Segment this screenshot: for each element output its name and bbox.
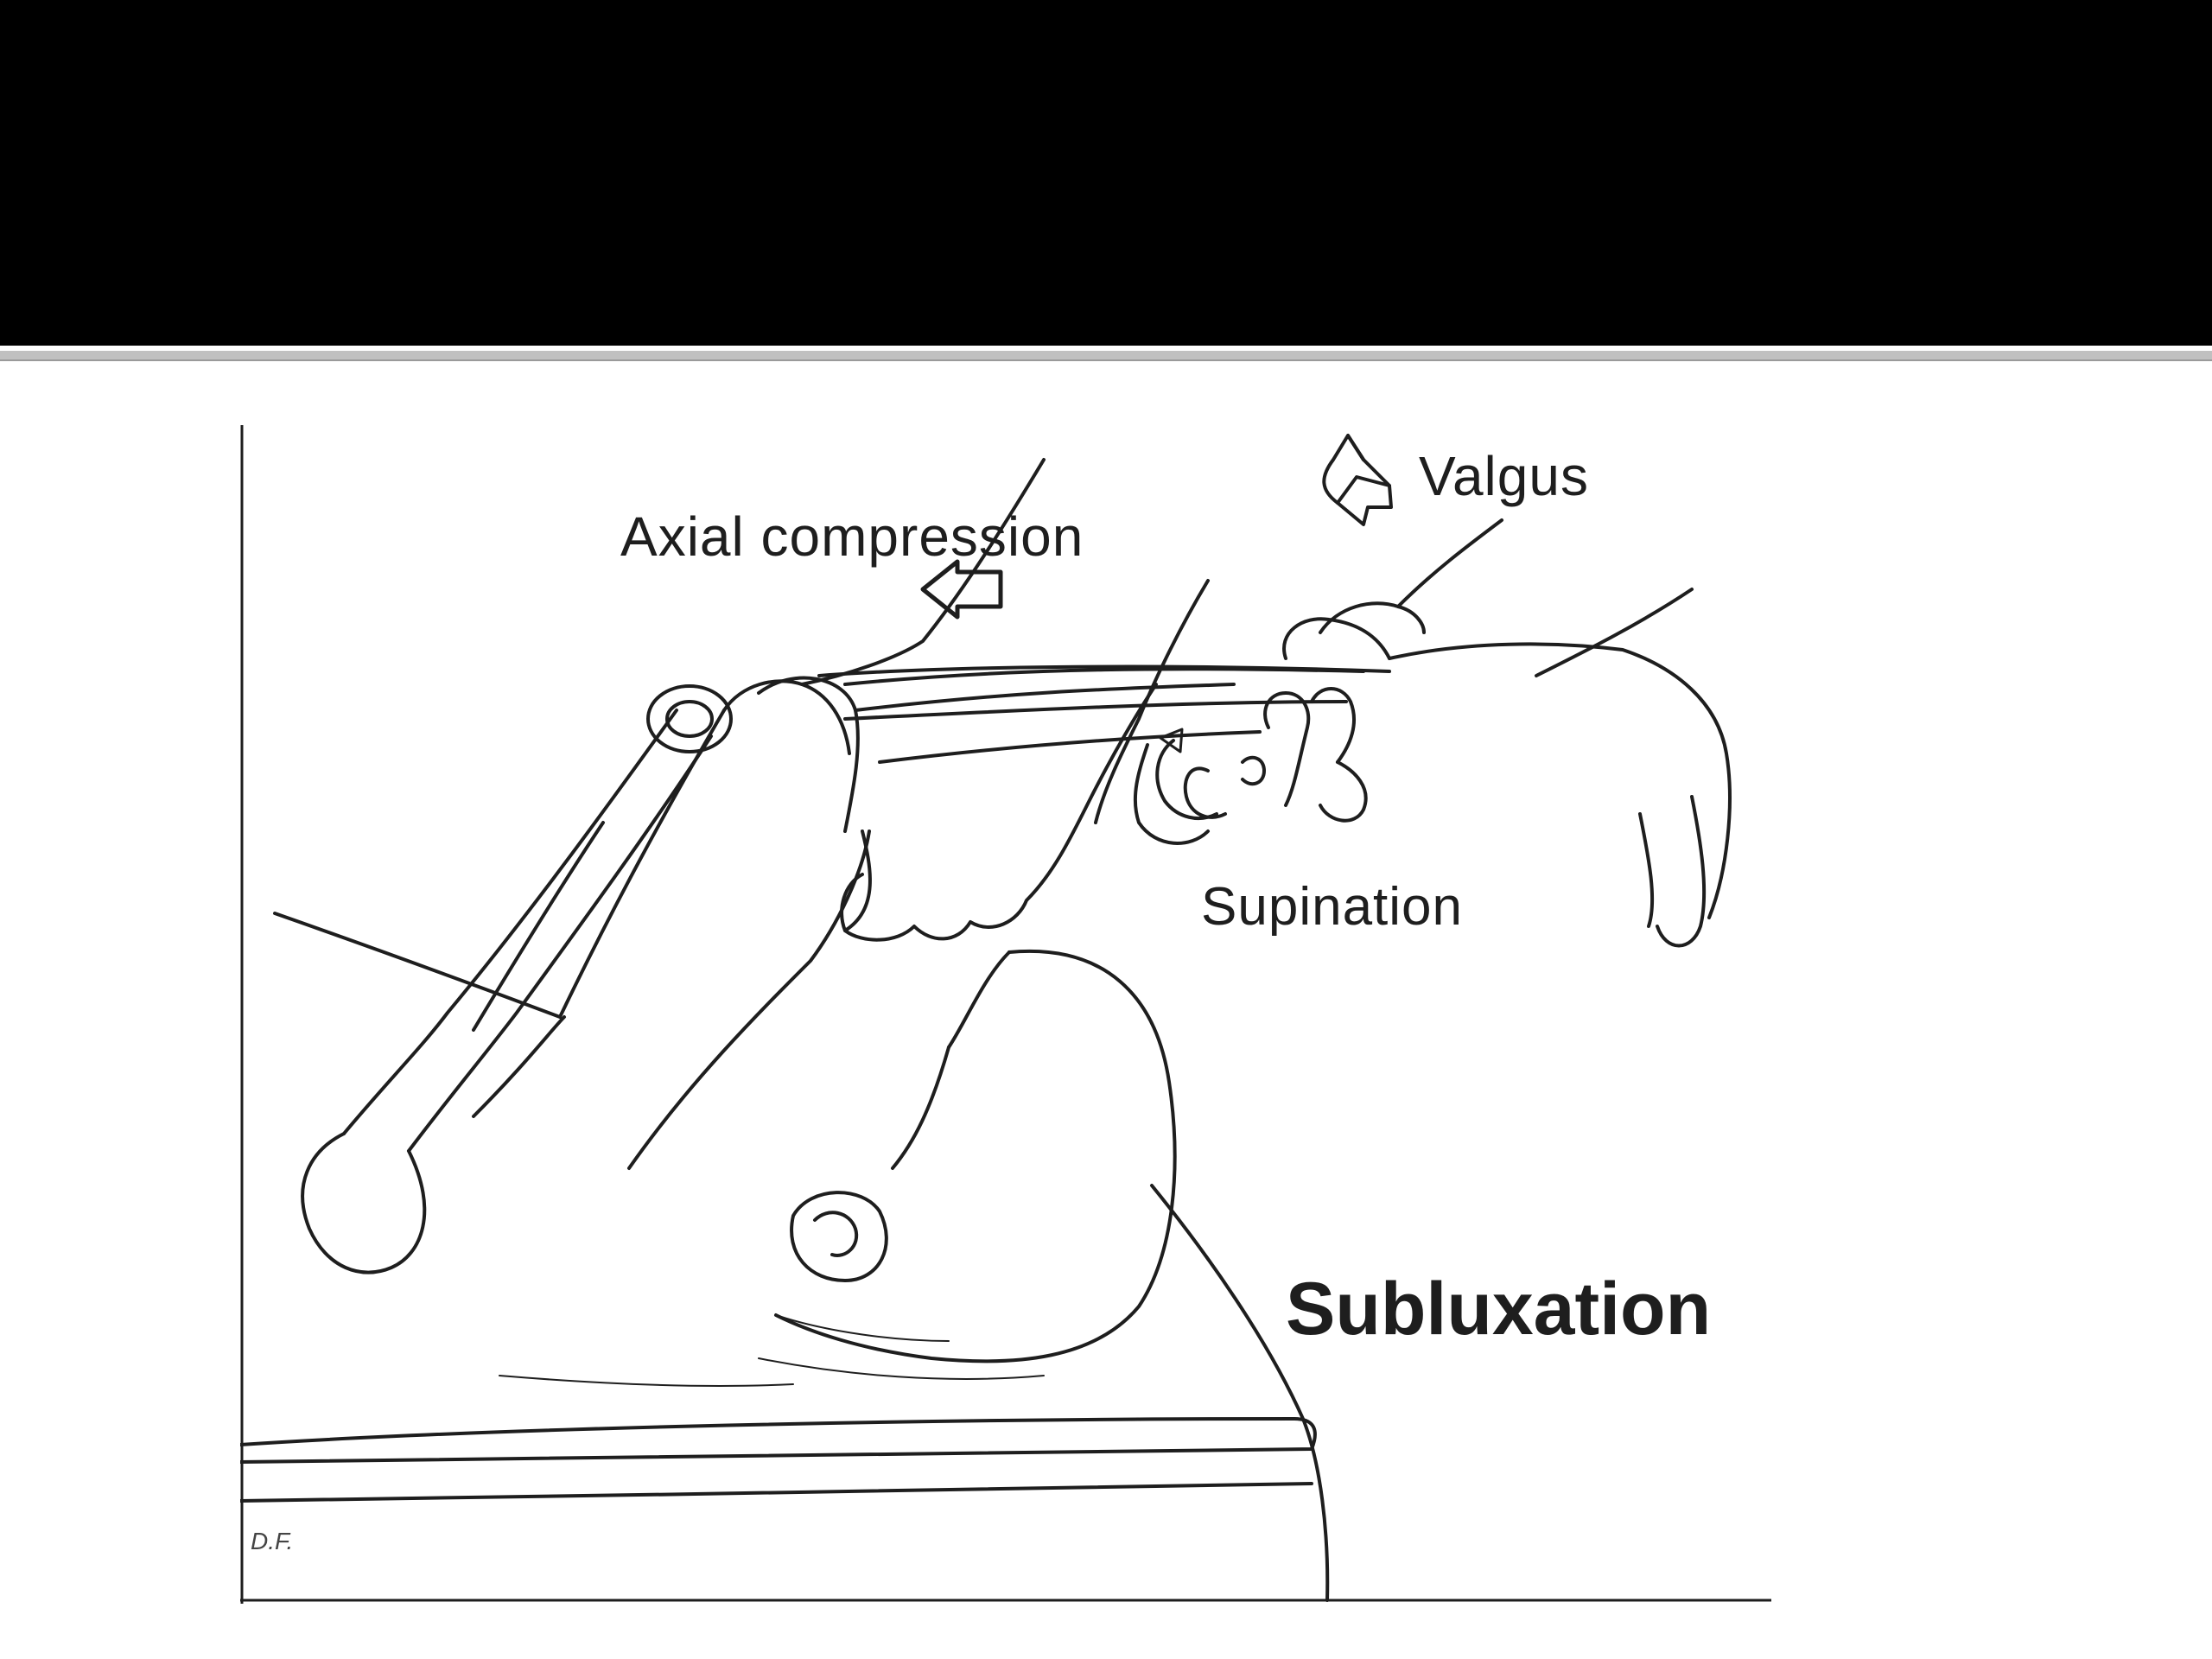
subluxation-illustration: Axial compression Valgus Supination Subl…: [240, 425, 1771, 1604]
valgus-arrow-icon: [1322, 434, 1393, 526]
slide-title-bar: [0, 0, 2212, 346]
artist-initials: D.F.: [251, 1528, 294, 1554]
title-divider: [0, 351, 2212, 361]
arrow-left-outline-icon: [920, 559, 1003, 620]
label-valgus: Valgus: [1419, 445, 1589, 507]
label-subluxation: Subluxation: [1286, 1268, 1712, 1351]
line-drawing: [240, 425, 1771, 1604]
label-supination: Supination: [1201, 877, 1464, 937]
label-axial-compression: Axial compression: [620, 505, 1084, 568]
